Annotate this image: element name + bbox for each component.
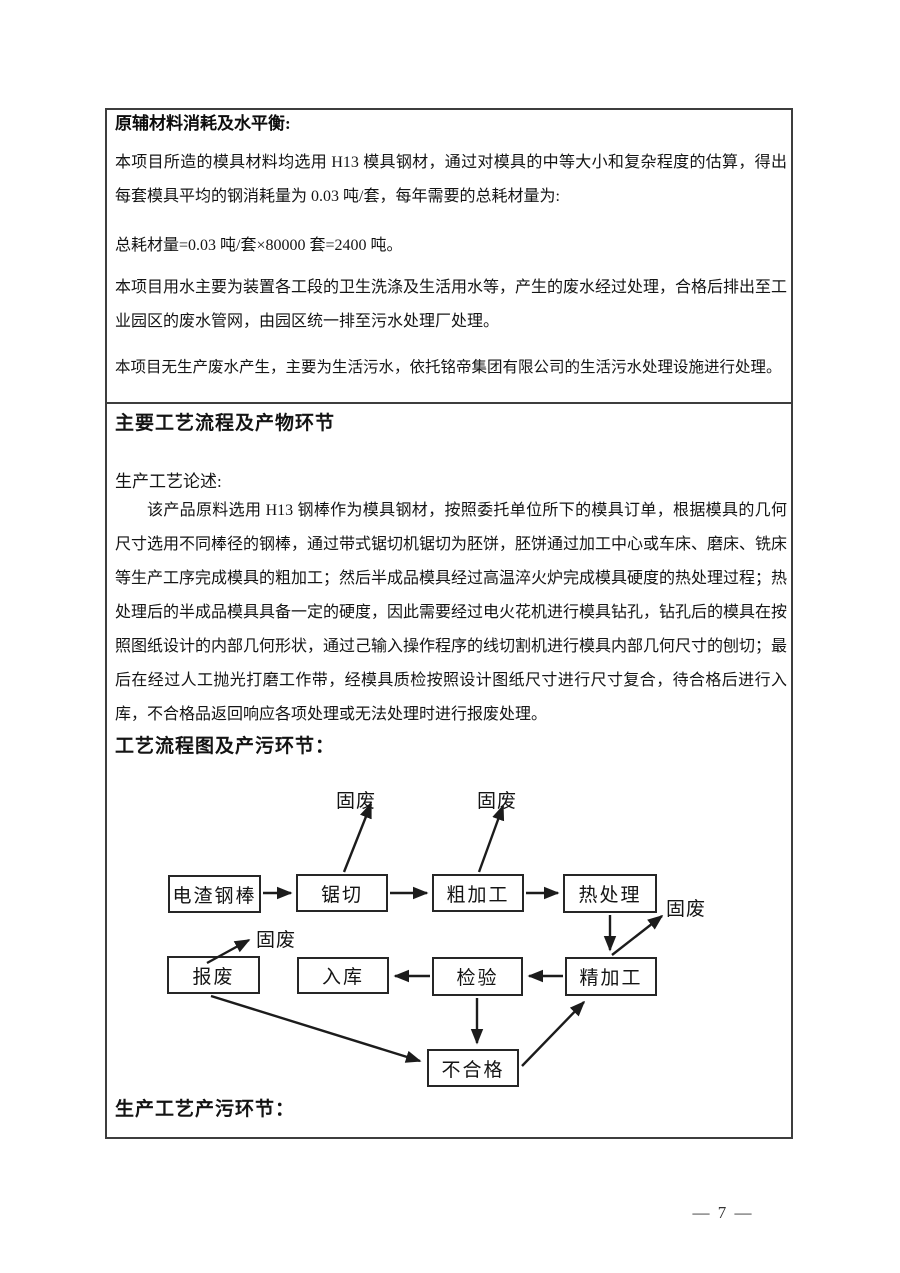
solid-waste-label-saw: 固废 bbox=[336, 791, 377, 812]
section1-paragraph-wastewater: 本项目无生产废水产生，主要为生活污水，依托铭帝集团有限公司的生活污水处理设施进行… bbox=[115, 359, 782, 376]
flow-box-scrap: 报废 bbox=[167, 956, 260, 994]
bottom-section-label: 生产工艺产污环节： bbox=[115, 1099, 296, 1120]
solid-waste-label-scrap: 固废 bbox=[256, 930, 297, 951]
page-number: — 7 — bbox=[692, 1203, 754, 1222]
section1-paragraph-materials: 本项目所造的模具材料均选用 H13 模具钢材，通过对模具的中等大小和复杂程度的估… bbox=[115, 154, 787, 205]
process-description-label: 生产工艺论述: bbox=[115, 472, 222, 491]
flow-diagram-title: 工艺流程图及产污环节： bbox=[115, 736, 336, 757]
flow-box-rough-machining: 粗加工 bbox=[432, 874, 524, 912]
section2-title: 主要工艺流程及产物环节 bbox=[115, 413, 336, 434]
section-divider bbox=[105, 402, 793, 404]
flow-box-electroslag-steel-bar: 电渣钢棒 bbox=[168, 875, 261, 913]
flow-box-warehousing: 入库 bbox=[297, 957, 389, 994]
section1-title: 原辅材料消耗及水平衡: bbox=[115, 114, 291, 133]
flow-box-fine-machining: 精加工 bbox=[565, 957, 657, 996]
section1-paragraph-total-consumption: 总耗材量=0.03 吨/套×80000 套=2400 吨。 bbox=[115, 237, 403, 254]
flow-box-inspection: 检验 bbox=[432, 957, 523, 996]
flow-box-unqualified: 不合格 bbox=[427, 1049, 519, 1087]
solid-waste-label-fine: 固废 bbox=[666, 899, 707, 920]
process-description-text: 该产品原料选用 H13 钢棒作为模具钢材，按照委托单位所下的模具订单，根据模具的… bbox=[115, 502, 788, 723]
section1-paragraph-water-use: 本项目用水主要为装置各工段的卫生洗涤及生活用水等，产生的废水经过处理，合格后排出… bbox=[115, 279, 788, 330]
solid-waste-label-rough: 固废 bbox=[477, 791, 518, 812]
flow-box-heat-treatment: 热处理 bbox=[563, 874, 657, 913]
flow-box-sawing: 锯切 bbox=[296, 874, 388, 912]
